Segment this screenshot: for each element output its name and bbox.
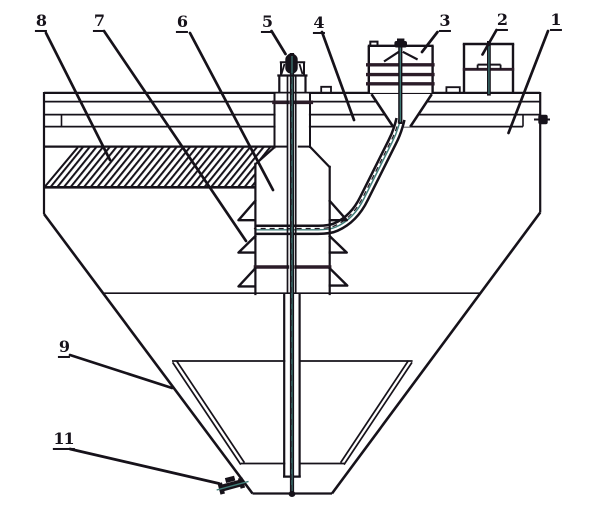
liner-right-inner: [339, 360, 410, 464]
feed-pipe-dashline: [253, 117, 400, 230]
drive-assembly: [366, 38, 435, 124]
part-label-2: 2: [495, 9, 508, 31]
feedwell-flare-right: [308, 145, 332, 169]
leader-line-2: [481, 28, 498, 56]
drive-top-cap: [394, 41, 407, 48]
deck-fitting-2: [445, 86, 461, 93]
rake-blade-left-3: [237, 266, 257, 288]
part-label-5: 5: [260, 11, 273, 33]
part-label-6: 6: [175, 11, 188, 33]
liner-left-inner: [175, 360, 246, 464]
discharge-valve: [216, 475, 249, 495]
rake-blade-right-2: [328, 234, 348, 254]
part-label-3: 3: [438, 10, 451, 32]
leader-line-11: [68, 447, 221, 485]
shaft-foot: [288, 491, 296, 497]
leader-line-8: [44, 31, 112, 162]
leader-line-9: [68, 353, 174, 390]
agitator-shaft: [277, 53, 308, 497]
leader-line-1: [507, 29, 550, 135]
seal-brace-right: [298, 63, 304, 75]
overflow-nozzle: [534, 114, 550, 125]
drive-box-tab: [369, 40, 379, 46]
cone-wall-left: [42, 213, 254, 495]
rake-blade-right-1: [328, 199, 348, 222]
part-label-4: 4: [312, 12, 325, 34]
deck-fittings: [320, 85, 461, 93]
feedwell: [237, 92, 349, 296]
leader-line-5: [270, 29, 287, 56]
liner-left-outer: [171, 361, 242, 466]
leader-line-6: [188, 31, 275, 192]
feed-pipe-assembly: [253, 93, 433, 236]
drive-top-nut: [397, 38, 405, 42]
leader-line-7: [102, 29, 248, 243]
valve-bonnet: [224, 475, 236, 483]
deck-fitting-1: [320, 85, 332, 93]
funnel-right: [409, 93, 433, 128]
nozzle-body: [538, 114, 548, 125]
part-label-11: 11: [52, 428, 75, 450]
part-label-9: 9: [57, 336, 70, 358]
liner-right-outer: [343, 361, 413, 466]
part-label-7: 7: [92, 10, 105, 32]
feed-box: [462, 41, 515, 96]
motor-mount-left: [383, 50, 400, 63]
funnel-left: [370, 93, 395, 128]
hatch-fill: [45, 147, 275, 187]
hatch-zone: [44, 146, 275, 189]
leader-lines: [44, 28, 550, 485]
seal-brace-left: [280, 63, 286, 75]
leader-line-3: [420, 30, 439, 54]
part-label-1: 1: [549, 9, 562, 31]
rake-blade-right-3: [328, 266, 349, 287]
motor-mount-right: [402, 50, 419, 61]
feed-pipe-centerline: [255, 118, 402, 231]
hatch-left-edge: [44, 146, 79, 188]
cone-wall-right: [330, 211, 542, 495]
part-label-8: 8: [34, 10, 47, 32]
leader-line-4: [320, 30, 356, 122]
valve-centerline: [216, 480, 249, 491]
rake-blade-left-1: [237, 199, 257, 222]
tank-outline: [42, 92, 542, 495]
rake-blade-left-2: [237, 234, 257, 254]
